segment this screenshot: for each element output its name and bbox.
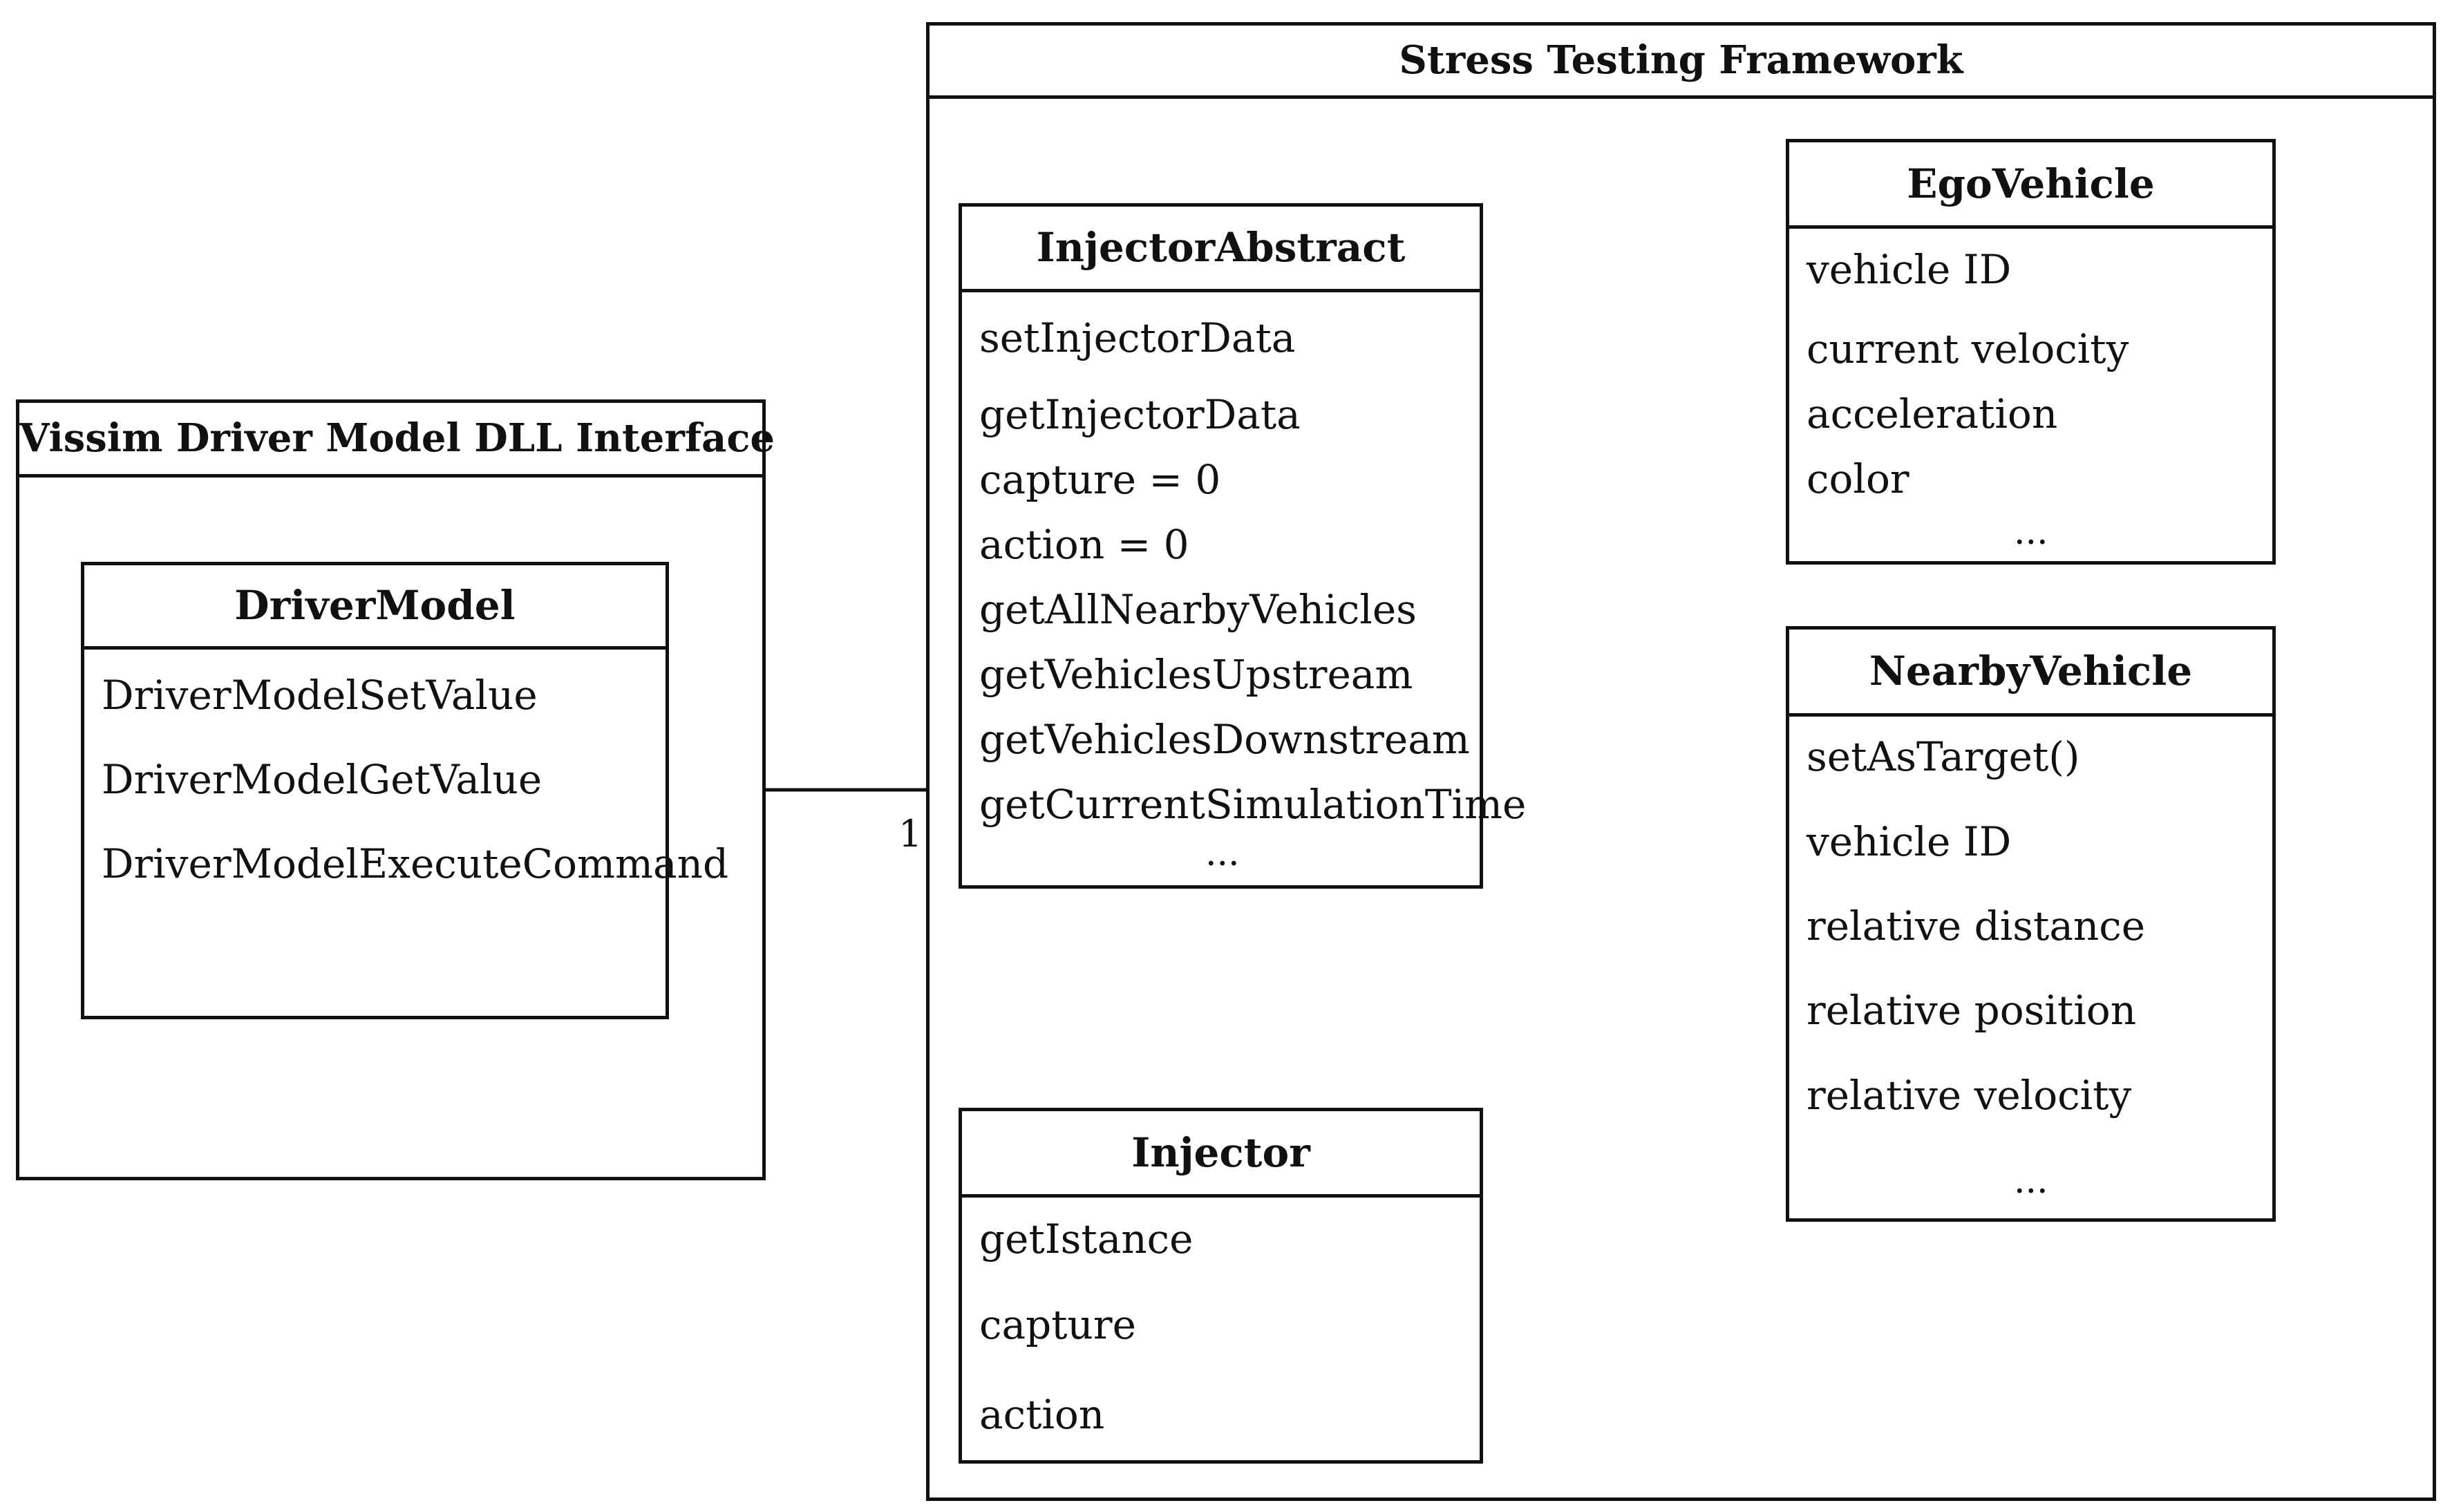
class-name: DriverModel — [84, 565, 666, 650]
class-injector: Injector getIstance capture action — [959, 1108, 1483, 1464]
class-member: vehicle ID — [1807, 818, 2012, 865]
class-member: relative distance — [1807, 903, 2146, 949]
class-member: getVehiclesDownstream — [979, 716, 1470, 763]
class-member: DriverModelGetValue — [102, 756, 543, 803]
class-ellipsis: ... — [2014, 511, 2048, 553]
class-member: relative position — [1807, 987, 2137, 1034]
class-member: getInjectorData — [979, 391, 1301, 438]
class-member: action = 0 — [979, 521, 1189, 568]
mult-injector-side-driver: 1 — [898, 812, 922, 856]
class-member: vehicle ID — [1807, 246, 2012, 293]
class-member: acceleration — [1807, 390, 2058, 437]
class-member: getAllNearbyVehicles — [979, 586, 1417, 633]
class-name: NearbyVehicle — [1789, 630, 2272, 717]
class-nearby-vehicle: NearbyVehicle setAsTarget() vehicle ID r… — [1786, 626, 2276, 1222]
class-ego-vehicle: EgoVehicle vehicle ID current velocity a… — [1786, 139, 2276, 565]
class-name: InjectorAbstract — [962, 207, 1480, 292]
stress-testing-title: Stress Testing Framework — [930, 26, 2433, 99]
class-member: DriverModelSetValue — [102, 672, 538, 719]
class-member: relative velocity — [1807, 1072, 2132, 1119]
class-member: capture = 0 — [979, 456, 1221, 503]
class-ellipsis: ... — [2014, 1160, 2048, 1202]
class-member: getVehiclesUpstream — [979, 651, 1413, 698]
class-member: capture — [979, 1301, 1136, 1348]
class-member: getIstance — [979, 1216, 1194, 1263]
class-member: setAsTarget() — [1807, 733, 2080, 780]
class-name: Injector — [962, 1111, 1480, 1198]
vissim-interface-title: Vissim Driver Model DLL Interface — [19, 403, 775, 478]
class-member: color — [1807, 455, 1909, 502]
class-member: current velocity — [1807, 325, 2129, 372]
class-name: EgoVehicle — [1789, 142, 2272, 229]
class-member: action — [979, 1391, 1105, 1438]
class-member: getCurrentSimulationTime — [979, 781, 1527, 828]
class-member: setInjectorData — [979, 314, 1296, 361]
class-member: DriverModelExecuteCommand — [102, 840, 729, 887]
class-driver-model: DriverModel DriverModelSetValue DriverMo… — [81, 562, 728, 1019]
class-ellipsis: ... — [1205, 833, 1240, 874]
class-injector-abstract: InjectorAbstract setInjectorData getInje… — [959, 203, 1526, 889]
